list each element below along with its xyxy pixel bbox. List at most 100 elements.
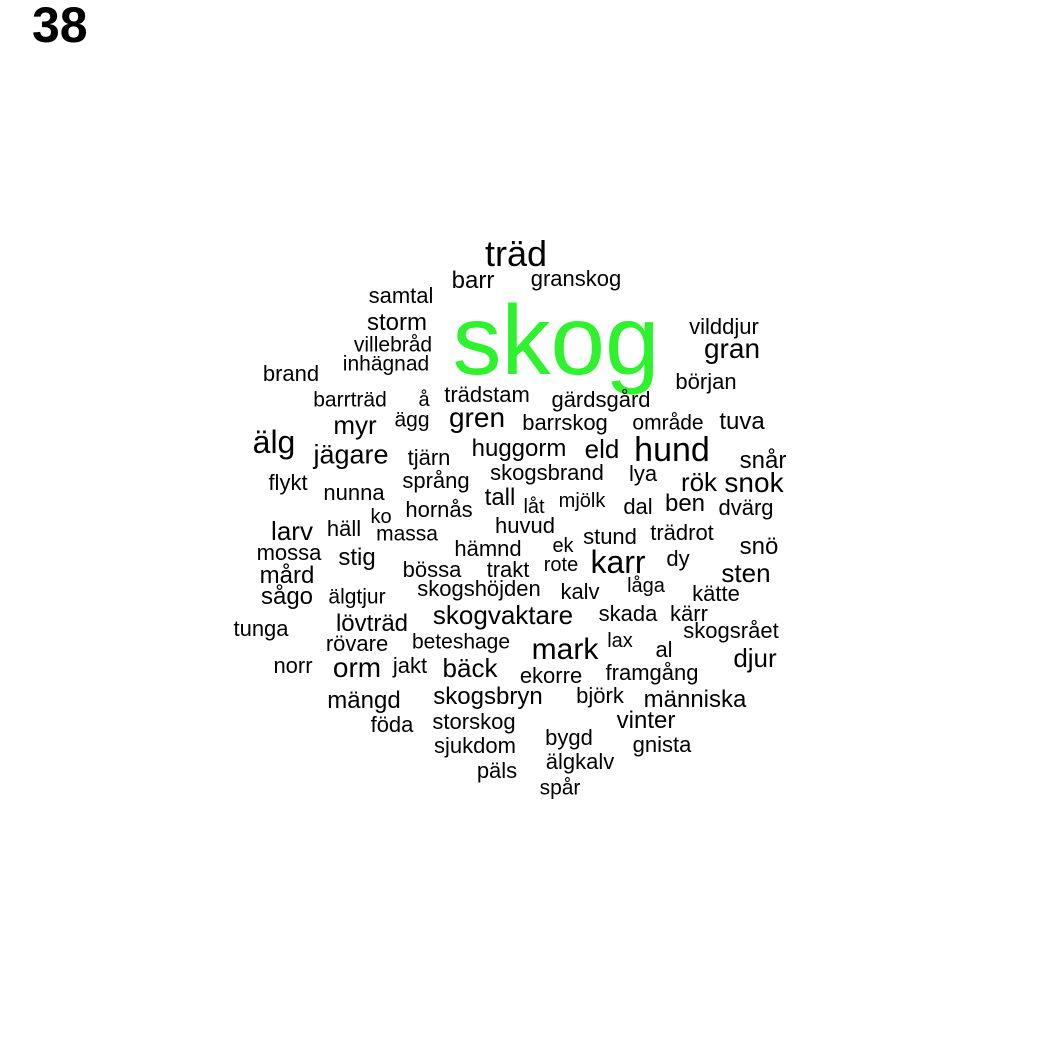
word-mark: mark [531,633,599,666]
word-back: bäck [442,653,498,683]
word-tall: tall [484,484,516,511]
word-ek: ek [552,535,574,557]
word-djur: djur [733,643,777,673]
word-tjarn: tjärn [407,445,451,470]
word-skogshojden: skogshöjden [417,576,541,601]
word-snar: snår [739,447,787,474]
word-snok: snok [724,467,784,498]
word-dy: dy [666,546,690,571]
word-algtjur: älgtjur [328,585,386,609]
word-tunga: tunga [233,616,289,641]
word-hornas: hornås [405,497,473,522]
word-lovtrad: lövträd [335,610,409,637]
word-agg: ägg [394,408,430,432]
word-hund: hund [634,431,710,469]
word-trakt: trakt [486,557,530,582]
word-foda: föda [370,712,414,737]
word-mangd: mängd [327,687,401,714]
word-tradstam: trädstam [444,382,530,407]
word-barr: barr [451,267,495,294]
word-orm: orm [332,652,382,683]
word-sprang: språng [402,468,470,493]
word-bjork: björk [576,683,624,708]
word-jakt: jakt [392,653,428,678]
word-jagare: jägare [313,439,389,470]
word-ekorre: ekorre [519,663,583,688]
word-spar: spår [539,776,581,800]
word-skogsbryn: skogsbryn [433,683,543,710]
word-manniska: människa [643,686,747,713]
word-gardsgard: gärdsgård [551,387,651,412]
word-vinter: vinter [616,707,676,734]
word-skogsbrand: skogsbrand [490,460,604,485]
word-huggorm: huggorm [471,435,567,462]
word-bygd: bygd [545,725,593,750]
word-laga: låga [627,575,665,597]
word-gnista: gnista [632,732,692,757]
word-ko: ko [370,506,392,528]
word-hall: häll [326,516,362,541]
word-a: å [418,389,430,411]
word-nunna: nunna [323,480,385,505]
word-rovare: rövare [325,631,389,656]
word-skogsraet: skogsrået [683,618,779,643]
word-larv: larv [271,516,313,546]
word-karr: kärr [670,601,708,626]
word-granskog: granskog [530,266,622,291]
word-skada: skada [598,601,658,626]
word-omrade: område [632,411,704,435]
word-rote: rote [543,554,579,576]
word-sten: sten [721,558,771,588]
word-lax: lax [607,630,633,652]
word-skog: skog [452,285,660,395]
word-eld: eld [584,434,620,464]
word-karr: karr [590,544,646,580]
word-mard: mård [259,562,315,589]
word-brand: brand [262,361,320,386]
word-lat: låt [523,496,545,518]
word-gran: gran [703,333,761,364]
word-mjolk: mjölk [558,490,606,512]
word-lya: lya [628,461,658,486]
figure-number: 38 [32,0,88,53]
word-al: al [655,637,673,662]
word-tradrot: trädrot [650,520,714,545]
word-beteshage: beteshage [411,630,511,654]
word-framgang: framgång [605,660,699,685]
word-trad: träd [484,233,548,274]
word-alg: älg [252,424,296,460]
word-ben: ben [664,490,706,517]
word-massa: massa [376,522,438,546]
word-mossa: mossa [256,540,322,565]
word-storskog: storskog [432,709,516,734]
word-tuva: tuva [719,408,765,435]
word-barrskog: barrskog [522,410,608,435]
word-norr: norr [273,653,313,678]
word-bossa: bössa [402,557,462,582]
word-villebrad: villebråd [353,333,433,357]
word-storm: storm [367,309,427,336]
word-kalv: kalv [560,579,600,604]
word-samtal: samtal [368,283,434,308]
word-myr: myr [333,410,377,440]
word-sno: snö [739,533,779,560]
word-katte: kätte [692,581,740,606]
word-sjukdom: sjukdom [434,733,516,758]
word-algkalv: älgkalv [545,749,615,774]
word-pals: päls [476,758,518,783]
word-stig: stig [338,544,376,571]
word-stund: stund [583,524,637,549]
word-sago: sågo [260,583,314,610]
word-rok: rök [680,467,718,497]
word-skogvaktare: skogvaktare [432,600,574,630]
word-hamnd: hämnd [454,536,522,561]
word-inhagnad: inhägnad [342,352,430,376]
word-dvarg: dvärg [718,495,774,520]
word-huvud: huvud [495,513,555,538]
word-borjan: början [675,369,737,394]
word-vilddjur: vilddjur [689,314,759,339]
word-gren: gren [448,402,506,433]
word-flykt: flykt [268,470,308,495]
word-dal: dal [623,494,653,519]
